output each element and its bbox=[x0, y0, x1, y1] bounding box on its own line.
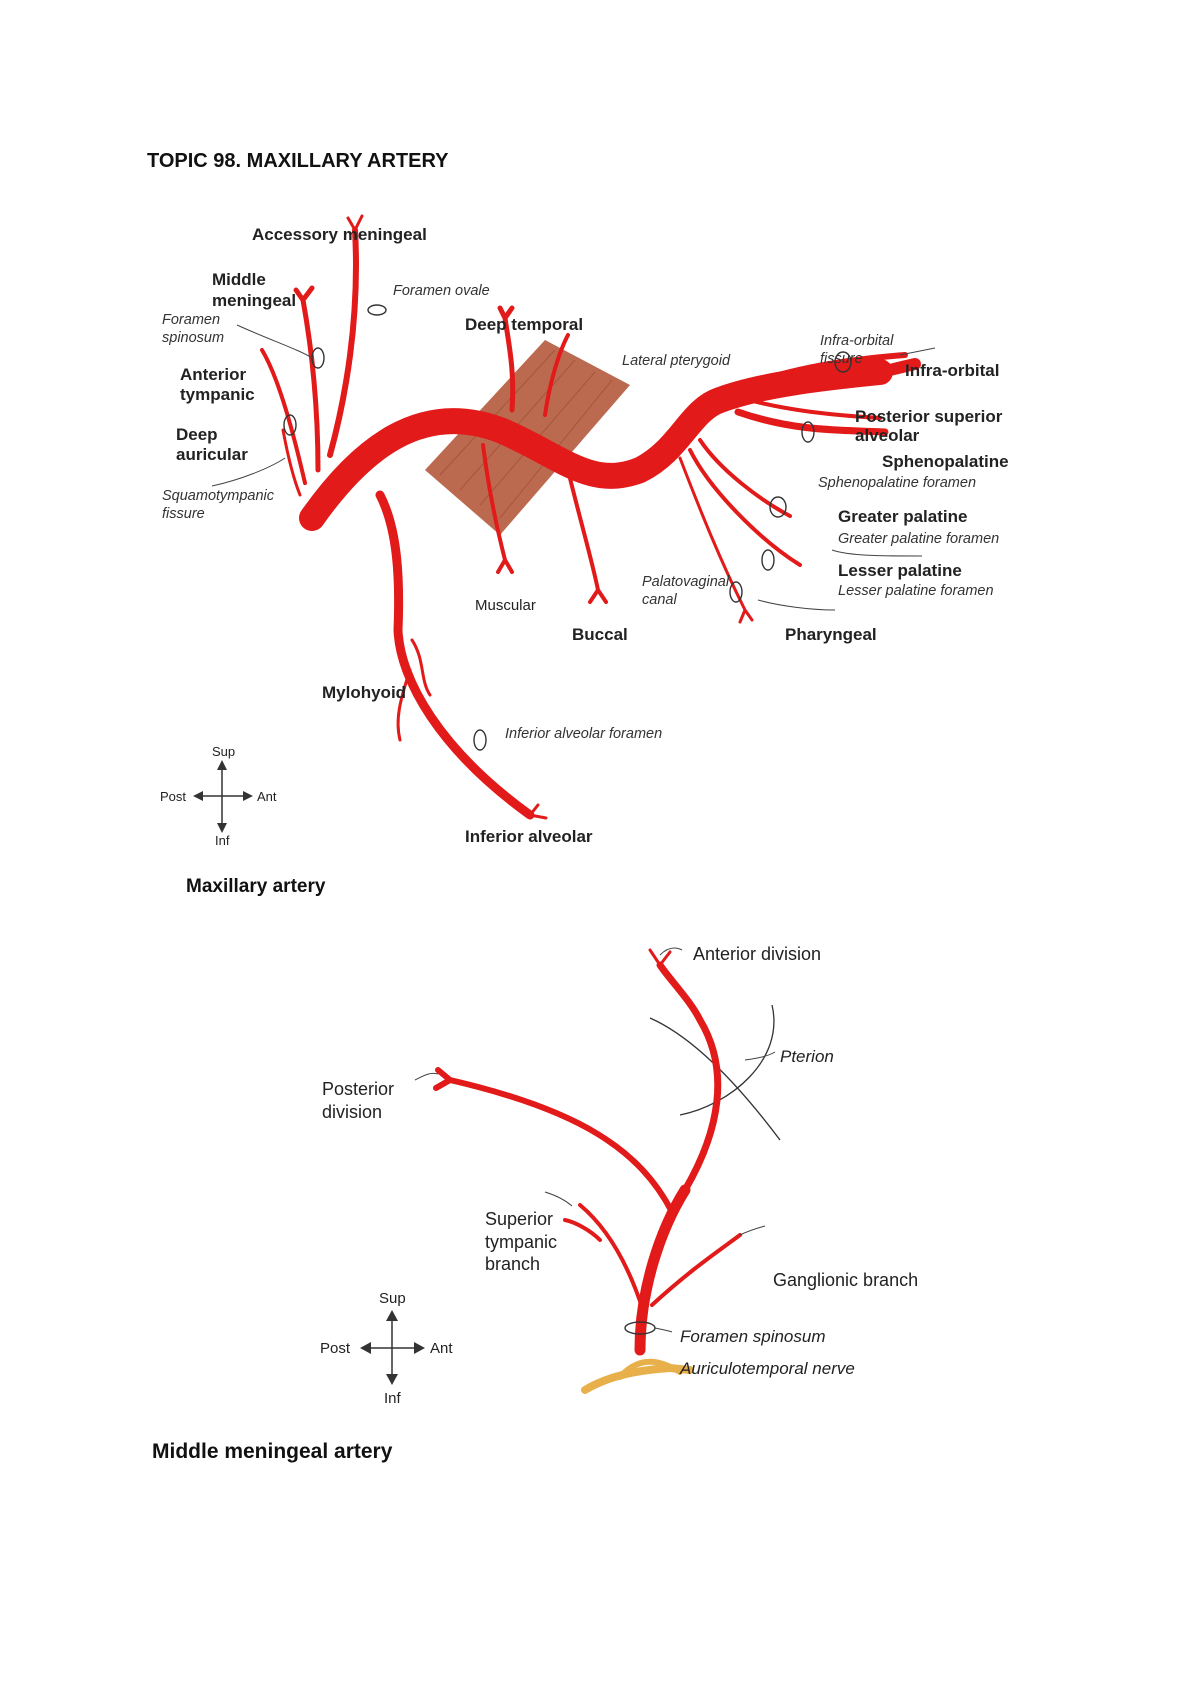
label-anterior-tympanic-1: Anterior bbox=[180, 365, 247, 384]
label-posterior-superior-alveolar-2: alveolar bbox=[855, 426, 920, 445]
label-buccal: Buccal bbox=[572, 625, 628, 644]
middle-meningeal-artery bbox=[433, 948, 742, 1356]
figure1-caption: Maxillary artery bbox=[186, 876, 326, 897]
compass-inf: Inf bbox=[215, 833, 230, 848]
label-lesser-palatine: Lesser palatine bbox=[838, 561, 962, 580]
label-anterior-division: Anterior division bbox=[693, 944, 821, 964]
label-foramen-ovale: Foramen ovale bbox=[393, 283, 490, 299]
orientation-compass: Sup Inf Post Ant bbox=[160, 744, 277, 848]
compass2-inf: Inf bbox=[384, 1390, 402, 1407]
compass-ant: Ant bbox=[257, 789, 277, 804]
label-superior-tympanic-1: Superior bbox=[485, 1209, 553, 1229]
label-lateral-pterygoid: Lateral pterygoid bbox=[622, 353, 731, 369]
label-accessory-meningeal: Accessory meningeal bbox=[252, 225, 427, 244]
label-infra-orbital: Infra-orbital bbox=[905, 361, 999, 380]
label-deep-auricular-2: auricular bbox=[176, 445, 248, 464]
label-squamotympanic-fissure-1: Squamotympanic bbox=[162, 488, 275, 504]
figure2-caption: Middle meningeal artery bbox=[152, 1440, 393, 1463]
auriculotemporal-nerve bbox=[581, 1358, 694, 1394]
label-middle-meningeal-2: meningeal bbox=[212, 291, 296, 310]
label-deep-temporal: Deep temporal bbox=[465, 315, 583, 334]
page-title: TOPIC 98. MAXILLARY ARTERY bbox=[147, 150, 449, 172]
label-greater-palatine-foramen: Greater palatine foramen bbox=[838, 531, 999, 547]
label-pharyngeal: Pharyngeal bbox=[785, 625, 877, 644]
label-greater-palatine: Greater palatine bbox=[838, 507, 967, 526]
label-sphenopalatine: Sphenopalatine bbox=[882, 452, 1009, 471]
label-posterior-division-1: Posterior bbox=[322, 1079, 394, 1099]
middle-meningeal-artery-diagram: Anterior division Pterion Posterior divi… bbox=[320, 944, 918, 1407]
label-infra-orbital-fissure-1: Infra-orbital bbox=[820, 333, 894, 349]
label-palatovaginal-canal-2: canal bbox=[642, 592, 677, 608]
label-mylohyoid: Mylohyoid bbox=[322, 683, 406, 702]
compass-post: Post bbox=[160, 789, 186, 804]
foramen-rings bbox=[283, 304, 852, 751]
orientation-compass-2: Sup Inf Post Ant bbox=[320, 1290, 453, 1407]
branches-third-part bbox=[678, 352, 908, 624]
maxillary-artery-trunk bbox=[299, 358, 921, 531]
label-squamotympanic-fissure-2: fissure bbox=[162, 506, 205, 522]
label-inferior-alveolar-foramen: Inferior alveolar foramen bbox=[505, 726, 662, 742]
label-ganglionic-branch: Ganglionic branch bbox=[773, 1270, 918, 1290]
compass2-sup: Sup bbox=[379, 1290, 406, 1307]
leader-lines bbox=[211, 324, 936, 611]
branches-second-part bbox=[481, 305, 608, 604]
label-palatovaginal-canal-1: Palatovaginal bbox=[642, 574, 730, 590]
label-auriculotemporal-nerve: Auriculotemporal nerve bbox=[679, 1359, 855, 1378]
label-superior-tympanic-3: branch bbox=[485, 1254, 540, 1274]
pterion-lines bbox=[649, 1004, 781, 1141]
label-posterior-superior-alveolar-1: Posterior superior bbox=[855, 407, 1003, 426]
maxillary-artery-diagram: Accessory meningeal Foramen ovale Middle… bbox=[160, 214, 1009, 848]
label-muscular: Muscular bbox=[475, 597, 536, 614]
label-anterior-tympanic-2: tympanic bbox=[180, 385, 255, 404]
branches-first-part bbox=[260, 214, 548, 820]
label-sphenopalatine-foramen: Sphenopalatine foramen bbox=[818, 475, 976, 491]
compass2-post: Post bbox=[320, 1340, 351, 1357]
label-foramen-spinosum-1: Foramen bbox=[162, 312, 220, 328]
leader-lines-fig2 bbox=[414, 947, 776, 1333]
label-inferior-alveolar: Inferior alveolar bbox=[465, 827, 593, 846]
label-middle-meningeal-1: Middle bbox=[212, 270, 266, 289]
label-superior-tympanic-2: tympanic bbox=[485, 1232, 557, 1252]
label-pterion: Pterion bbox=[780, 1047, 834, 1066]
label-foramen-spinosum-2: spinosum bbox=[162, 330, 224, 346]
label-deep-auricular-1: Deep bbox=[176, 425, 218, 444]
compass2-ant: Ant bbox=[430, 1340, 453, 1357]
label-infra-orbital-fissure-2: fissure bbox=[820, 351, 863, 367]
label-foramen-spinosum: Foramen spinosum bbox=[680, 1327, 826, 1346]
label-lesser-palatine-foramen: Lesser palatine foramen bbox=[838, 583, 994, 599]
label-posterior-division-2: division bbox=[322, 1102, 382, 1122]
compass-sup: Sup bbox=[212, 744, 235, 759]
